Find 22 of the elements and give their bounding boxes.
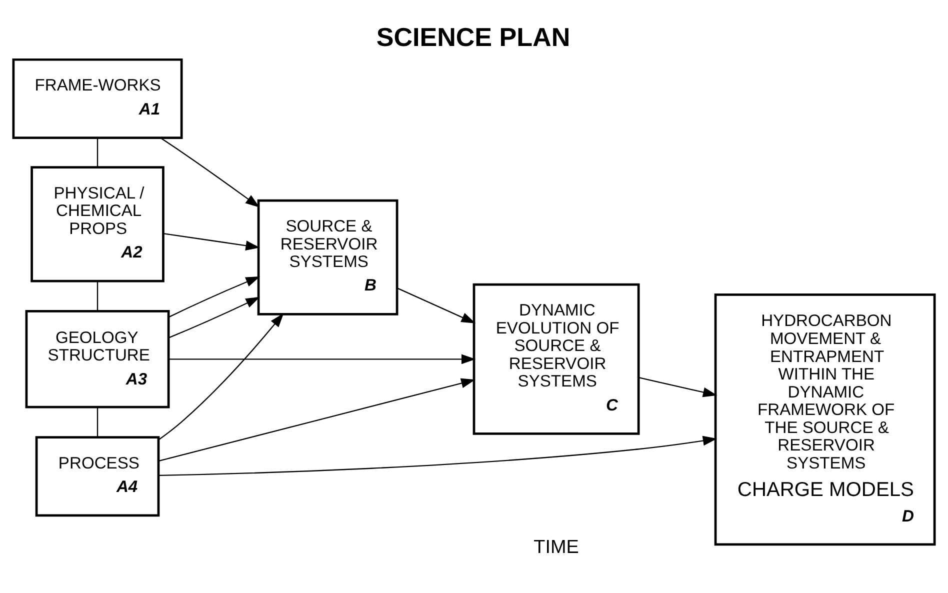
node-box: SOURCE & RESERVOIR SYSTEMS B	[257, 198, 398, 315]
node-box: FRAME-WORKS A1	[12, 58, 183, 138]
arrow	[396, 286, 476, 323]
arrow	[160, 136, 260, 207]
node-box: PROCESS A4	[35, 436, 160, 516]
connector	[96, 137, 98, 167]
diagram-title: SCIENCE PLAN	[376, 22, 570, 52]
arrow	[168, 296, 260, 338]
label: TIME	[534, 536, 579, 558]
connector	[96, 406, 98, 436]
arrow	[169, 354, 476, 364]
arrow	[158, 312, 284, 440]
arrow	[158, 378, 476, 461]
node-box: PHYSICAL / CHEMICAL PROPS A2	[30, 166, 164, 282]
node-box: HYDROCARBON MOVEMENT & ENTRAPMENT WITHIN THE DYNAMIC FRAMEWORK OF THE SOURCE & RESERVOIR SYSTEMS CHARGE MODELS D	[714, 292, 936, 546]
connector	[96, 280, 98, 311]
arrow	[158, 435, 718, 476]
node-box: GEOLOGY STRUCTURE A3	[25, 310, 170, 408]
arrow	[638, 376, 718, 397]
arrow	[163, 232, 260, 250]
arrow	[168, 276, 260, 318]
node-box: DYNAMIC EVOLUTION OF SOURCE & RESERVOIR SYSTEMS C	[472, 282, 640, 434]
